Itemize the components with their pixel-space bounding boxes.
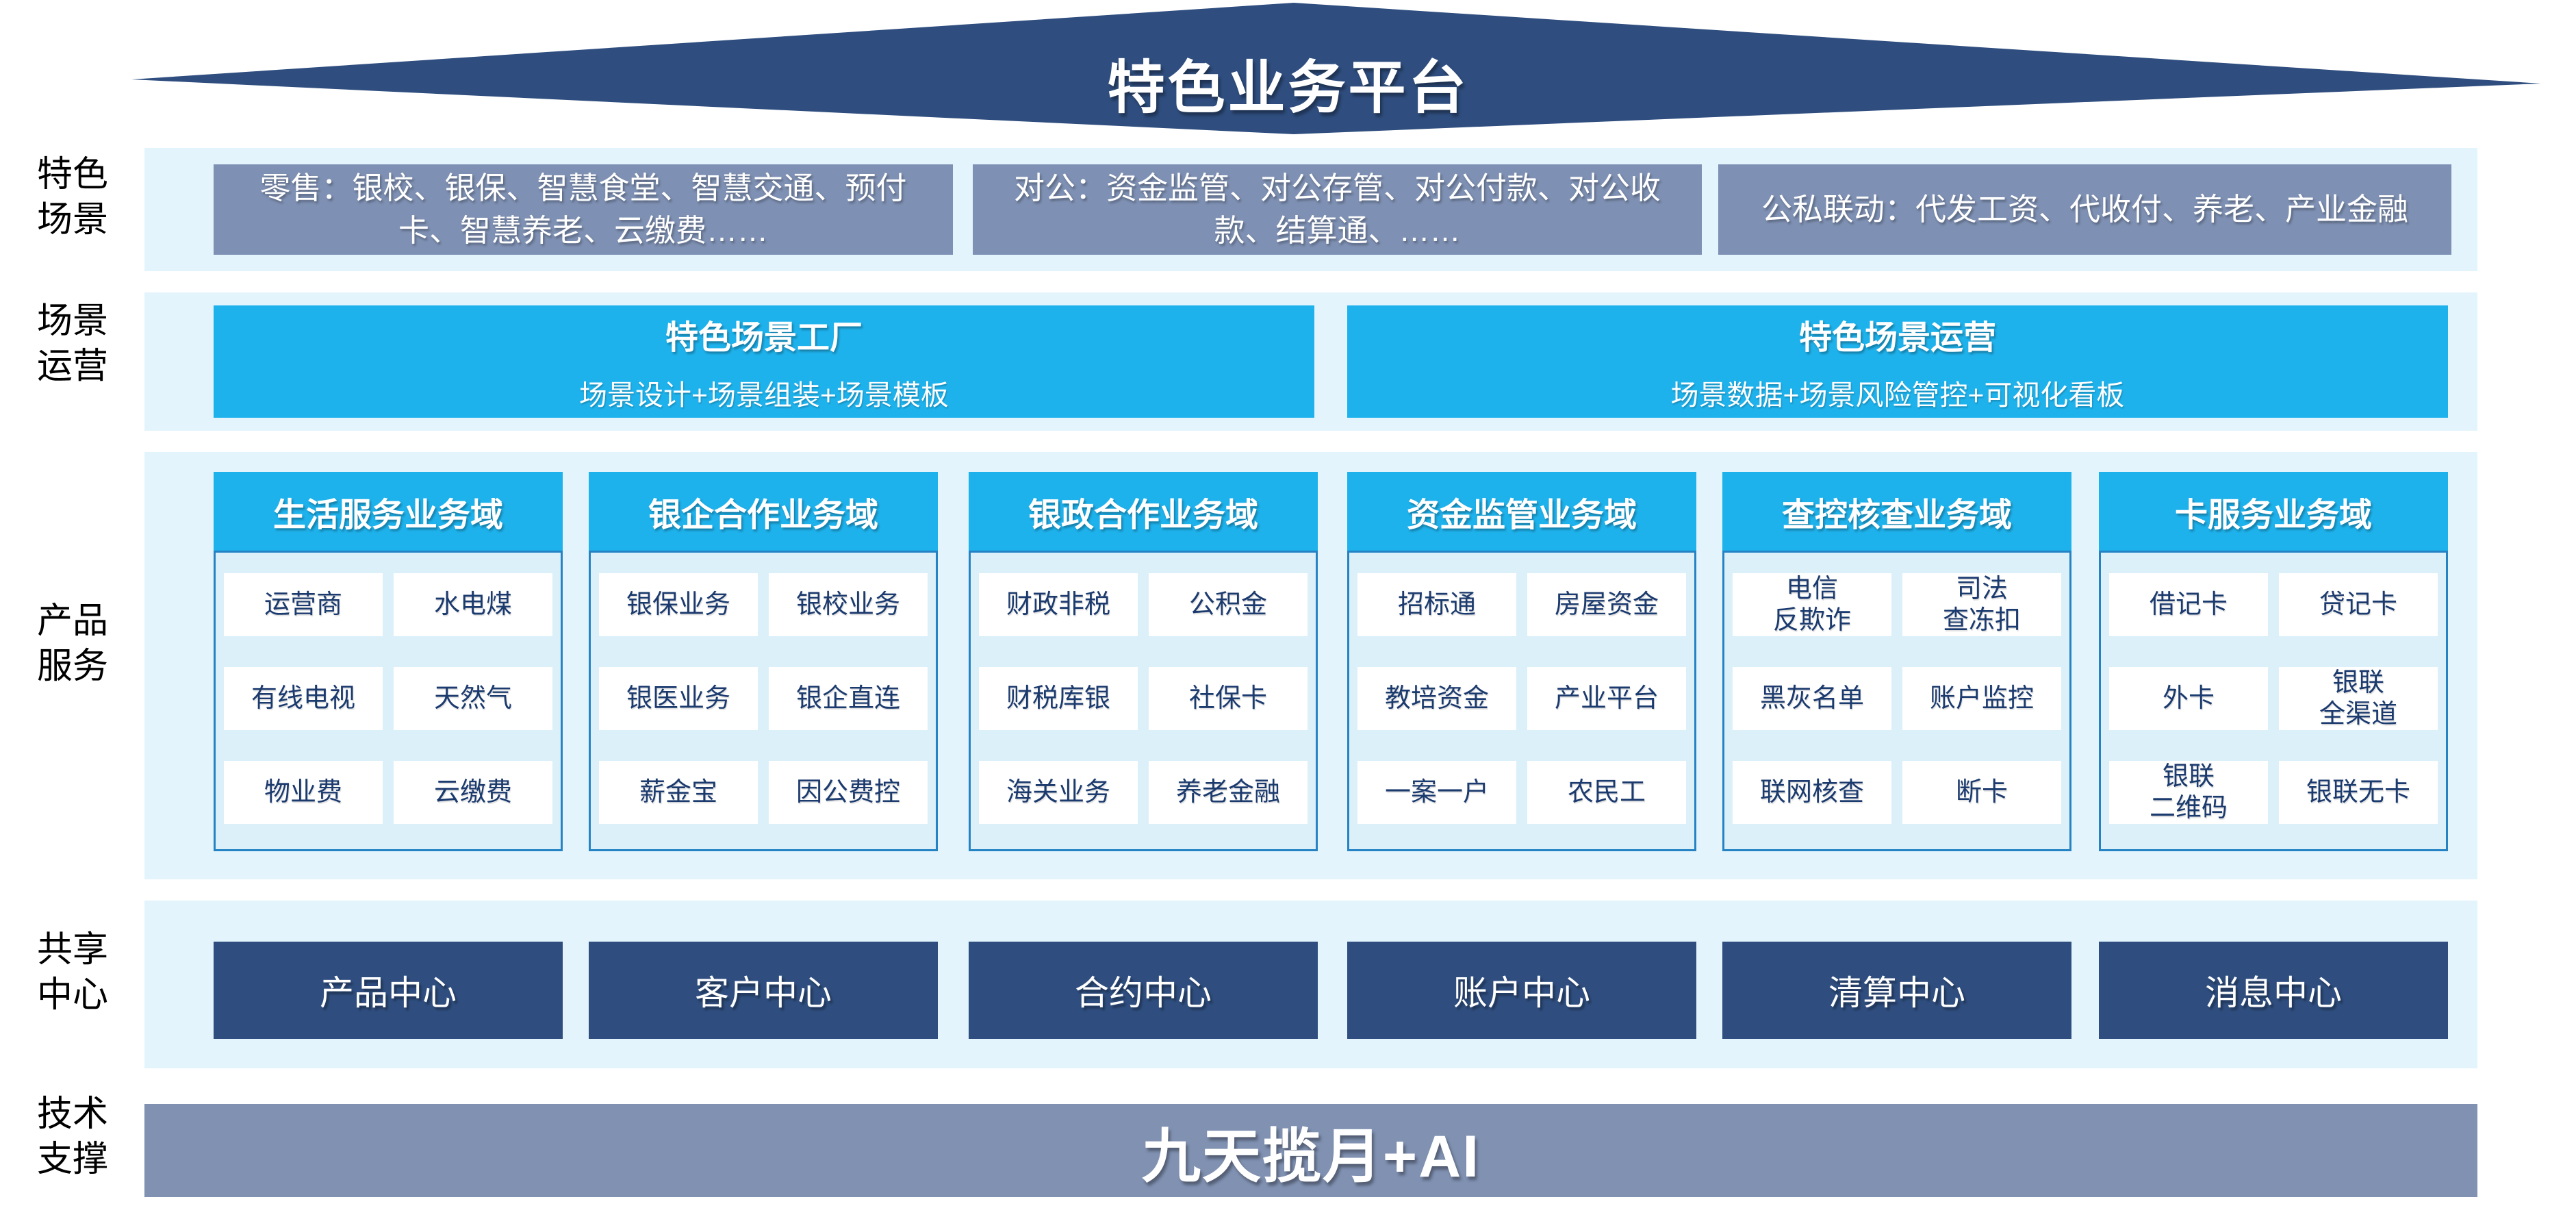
product-cell: 因公费控 bbox=[769, 761, 928, 824]
product-cell: 司法 查冻扣 bbox=[1902, 573, 2061, 636]
row-label-product: 产品 服务 bbox=[36, 601, 108, 686]
product-cell: 银联 二维码 bbox=[2109, 761, 2268, 824]
product-cell: 账户监控 bbox=[1902, 667, 2061, 730]
roof-shape bbox=[131, 3, 2541, 134]
product-cell: 房屋资金 bbox=[1527, 573, 1686, 636]
column-body-bank-enterprise: 银保业务 银校业务 银医业务 银企直连 薪金宝 因公费控 bbox=[589, 551, 938, 851]
shared-center-contract: 合约中心 bbox=[969, 942, 1318, 1039]
scene-box-retail: 零售：银校、银保、智慧食堂、智慧交通、预付卡、智慧养老、云缴费…… bbox=[214, 164, 953, 255]
product-cell: 天然气 bbox=[394, 667, 552, 730]
product-cell: 有线电视 bbox=[224, 667, 383, 730]
product-cell: 银保业务 bbox=[599, 573, 758, 636]
product-cell: 物业费 bbox=[224, 761, 383, 824]
product-cell: 社保卡 bbox=[1149, 667, 1308, 730]
product-cell: 银医业务 bbox=[599, 667, 758, 730]
column-body-bank-government: 财政非税 公积金 财税库银 社保卡 海关业务 养老金融 bbox=[969, 551, 1318, 851]
row-label-operation: 场景 运营 bbox=[36, 301, 108, 386]
scene-operation-title: 特色场景运营 bbox=[1798, 320, 1996, 356]
column-body-life-services: 运营商 水电煤 有线电视 天然气 物业费 云缴费 bbox=[214, 551, 563, 851]
product-cell: 银企直连 bbox=[769, 667, 928, 730]
product-cell: 海关业务 bbox=[979, 761, 1138, 824]
column-body-inquiry-control: 电信 反欺诈 司法 查冻扣 黑灰名单 账户监控 联网核查 断卡 bbox=[1722, 551, 2071, 851]
product-cell: 财税库银 bbox=[979, 667, 1138, 730]
row-label-shared: 共享 中心 bbox=[36, 930, 108, 1015]
column-body-fund-supervision: 招标通 房屋资金 教培资金 产业平台 一案一户 农民工 bbox=[1347, 551, 1696, 851]
column-header-life-services: 生活服务业务域 bbox=[214, 472, 563, 551]
scene-box-corporate: 对公：资金监管、对公存管、对公付款、对公收款、结算通、…… bbox=[973, 164, 1702, 255]
column-header-fund-supervision: 资金监管业务域 bbox=[1347, 472, 1696, 551]
product-cell: 云缴费 bbox=[394, 761, 552, 824]
product-cell: 联网核查 bbox=[1733, 761, 1891, 824]
product-cell: 借记卡 bbox=[2109, 573, 2268, 636]
scene-factory-title: 特色场景工厂 bbox=[665, 320, 863, 356]
product-cell: 外卡 bbox=[2109, 667, 2268, 730]
product-cell: 银联 全渠道 bbox=[2279, 667, 2438, 730]
shared-center-clearing: 清算中心 bbox=[1722, 942, 2071, 1039]
shared-center-message: 消息中心 bbox=[2099, 942, 2448, 1039]
scene-factory-box: 特色场景工厂 场景设计+场景组装+场景模板 bbox=[214, 305, 1314, 418]
product-cell: 断卡 bbox=[1902, 761, 2061, 824]
shared-center-product: 产品中心 bbox=[214, 942, 563, 1039]
tech-support-bar: 九天揽月+AI bbox=[144, 1104, 2477, 1197]
scene-box-linkage: 公私联动：代发工资、代收付、养老、产业金融 bbox=[1718, 164, 2451, 255]
scene-factory-subtitle: 场景设计+场景组装+场景模板 bbox=[579, 379, 949, 411]
product-cell: 电信 反欺诈 bbox=[1733, 573, 1891, 636]
product-cell: 财政非税 bbox=[979, 573, 1138, 636]
product-cell: 贷记卡 bbox=[2279, 573, 2438, 636]
scene-operation-box: 特色场景运营 场景数据+场景风险管控+可视化看板 bbox=[1347, 305, 2448, 418]
column-header-inquiry-control: 查控核查业务域 bbox=[1722, 472, 2071, 551]
product-cell: 银联无卡 bbox=[2279, 761, 2438, 824]
column-header-card-services: 卡服务业务域 bbox=[2099, 472, 2448, 551]
shared-center-account: 账户中心 bbox=[1347, 942, 1696, 1039]
scene-operation-subtitle: 场景数据+场景风险管控+可视化看板 bbox=[1670, 379, 2125, 411]
product-cell: 一案一户 bbox=[1357, 761, 1516, 824]
shared-center-customer: 客户中心 bbox=[589, 942, 938, 1039]
product-cell: 招标通 bbox=[1357, 573, 1516, 636]
product-cell: 运营商 bbox=[224, 573, 383, 636]
product-cell: 水电煤 bbox=[394, 573, 552, 636]
product-cell: 产业平台 bbox=[1527, 667, 1686, 730]
row-label-scene: 特色 场景 bbox=[36, 155, 108, 240]
column-header-bank-government: 银政合作业务域 bbox=[969, 472, 1318, 551]
product-cell: 农民工 bbox=[1527, 761, 1686, 824]
product-cell: 黑灰名单 bbox=[1733, 667, 1891, 730]
row-label-tech: 技术 支撑 bbox=[36, 1094, 108, 1179]
page-title: 特色业务平台 bbox=[1107, 55, 1469, 120]
product-cell: 银校业务 bbox=[769, 573, 928, 636]
column-header-bank-enterprise: 银企合作业务域 bbox=[589, 472, 938, 551]
column-body-card-services: 借记卡 贷记卡 外卡 银联 全渠道 银联 二维码 银联无卡 bbox=[2099, 551, 2448, 851]
product-cell: 养老金融 bbox=[1149, 761, 1308, 824]
product-cell: 公积金 bbox=[1149, 573, 1308, 636]
product-cell: 薪金宝 bbox=[599, 761, 758, 824]
product-cell: 教培资金 bbox=[1357, 667, 1516, 730]
